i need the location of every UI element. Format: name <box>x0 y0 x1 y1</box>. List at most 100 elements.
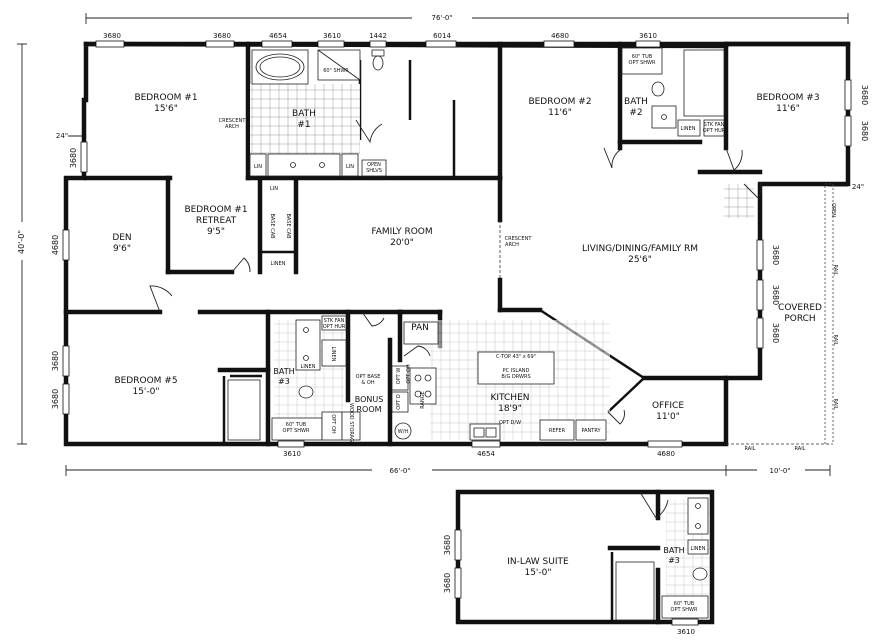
suite-bath-label: BATH <box>663 546 684 555</box>
rail-label-5: RAIL <box>795 446 806 452</box>
opt-oh-1: OPT OH <box>330 414 336 434</box>
tub-label-2b: OPT SHWR <box>629 60 656 66</box>
island-a: C-TOP 43" x 69" <box>496 354 536 360</box>
bath1-label: BATH <box>292 109 316 119</box>
overall-width-top: 76'-0" <box>431 14 452 22</box>
tub-label-2a: 60" TUB <box>632 54 653 60</box>
suite-tub-b: OPT SHWR <box>671 607 698 613</box>
window-top-3: 4654 <box>269 32 287 40</box>
tub-label-3b: OPT SHWR <box>283 428 310 434</box>
rail-label-2: RAIL <box>832 335 838 346</box>
retreat-label-1: BEDROOM #1 <box>184 205 247 215</box>
fan-label-3a: STK FAN <box>324 318 345 324</box>
fan-label-2b: OPT HUR <box>703 128 726 134</box>
wood-storage: WOOD STORAGE <box>348 403 354 445</box>
office-label: OFFICE <box>652 401 684 411</box>
bedroom1-label: BEDROOM #1 <box>134 93 197 103</box>
opt-base-b: & OH <box>361 380 374 386</box>
opt-oh-2: OPT OH <box>406 364 412 384</box>
island-b: PC ISLAND <box>503 368 530 374</box>
window-left-2: 4680 <box>51 235 60 255</box>
window-living-3: 3680 <box>771 323 780 343</box>
doors <box>149 119 762 425</box>
window-top-1: 3680 <box>103 32 121 40</box>
suite-bath-num: #3 <box>668 556 680 565</box>
linen-label-1: LINEN <box>271 261 286 267</box>
window-top-5: 1442 <box>369 32 387 40</box>
den-label: DEN <box>112 233 131 243</box>
window-bottom-1: 3610 <box>283 450 301 458</box>
linen-label-2: LINEN <box>681 126 696 132</box>
opt-dw: OPT D/W <box>499 420 521 426</box>
bath1-num: #1 <box>297 120 310 130</box>
window-living-2: 3680 <box>771 285 780 305</box>
tub-label-3a: 60" TUB <box>286 422 307 428</box>
bonus-label-1: BONUS <box>355 395 384 404</box>
bedroom2-size: 11'6" <box>548 108 572 118</box>
refer-label: REFER <box>549 428 566 434</box>
rail-label-3: RAIL <box>832 399 838 410</box>
opt-base-a: OPT BASE <box>356 374 381 380</box>
porch-label-2: PORCH <box>784 314 815 324</box>
right-offset: 24" <box>852 183 864 191</box>
bedroom3-label: BEDROOM #3 <box>756 93 819 103</box>
window-markers <box>62 40 852 448</box>
den-size: 9'6" <box>113 244 131 254</box>
overall-depth: 40'-0" <box>17 230 26 254</box>
open-shelves-1a: OPEN <box>367 162 381 168</box>
window-right-1: 3680 <box>860 85 869 105</box>
window-top-8: 3610 <box>639 32 657 40</box>
window-top-4: 3610 <box>323 32 341 40</box>
window-bottom-2: 4654 <box>477 450 495 458</box>
kitchen-size: 18'9" <box>498 404 522 414</box>
bath3-num: #3 <box>278 377 290 386</box>
window-living-1: 3680 <box>771 245 780 265</box>
fan-label-2a: STK FAN <box>704 122 725 128</box>
bedroom3-size: 11'6" <box>776 104 800 114</box>
wh-label: W/H <box>398 429 409 435</box>
overall-width-bottom: 66'-0" <box>389 467 410 475</box>
retreat-size: 9'5" <box>207 227 225 237</box>
bath2-num: #2 <box>629 108 642 118</box>
base-cab-2: BASE CAB <box>285 213 291 239</box>
window-top-7: 4680 <box>551 32 569 40</box>
porch-width: 10'-0" <box>769 467 790 475</box>
window-top-2: 3680 <box>213 32 231 40</box>
shower-label: 60" SHWR <box>323 68 349 74</box>
porch-label-1: COVERED <box>778 303 822 313</box>
pantry-label: PANTRY <box>581 428 601 434</box>
linen-label-4: LINEN <box>330 347 336 362</box>
open-label-top: OPEN <box>830 203 836 217</box>
left-offset: 24" <box>56 132 68 140</box>
bedroom5-size: 15'-0" <box>132 387 159 397</box>
dimension-lines: 76'-0" 40'-0" 66'-0" 10'-0" 24" 24" <box>15 12 864 476</box>
arch-label-2b: ARCH <box>505 242 519 248</box>
suite-size: 15'-0" <box>524 568 551 578</box>
bedroom2-label: BEDROOM #2 <box>528 97 591 107</box>
arch-label-2a: CRESCENT <box>505 236 533 242</box>
suite-tub-a: 60" TUB <box>674 601 695 607</box>
window-left-4: 3680 <box>51 389 60 409</box>
arch-label-1a: CRESCENT <box>219 118 247 124</box>
suite-label: IN-LAW SUITE <box>507 557 569 567</box>
fixtures <box>227 47 725 441</box>
interior-walls <box>63 41 763 447</box>
bedroom1-size: 15'6" <box>154 104 178 114</box>
base-cab-1: BASE CAB <box>269 213 275 239</box>
room-labels: BEDROOM #1 15'6" BATH #1 BEDROOM #2 11'6… <box>112 93 822 422</box>
suite-window-bottom: 3610 <box>677 628 695 636</box>
window-left-3: 3680 <box>51 351 60 371</box>
living-label: LIVING/DINING/FAMILY RM <box>582 244 698 254</box>
bath2-label: BATH <box>624 97 648 107</box>
window-bottom-3: 4680 <box>657 450 675 458</box>
family-room-label: FAMILY ROOM <box>371 227 432 237</box>
bath3-label: BATH <box>273 367 294 376</box>
island-c: B/G DRWRS <box>501 374 530 380</box>
rail-label-4: RAIL <box>745 446 756 452</box>
lin-label-2: LIN <box>346 164 354 170</box>
suite-window-left-2: 3680 <box>443 573 452 593</box>
rail-label-1: RAIL <box>832 265 838 276</box>
bedroom5-label: BEDROOM #5 <box>114 376 177 386</box>
in-law-suite: IN-LAW SUITE 15'-0" BATH #3 LINEN 60" TU… <box>443 489 715 636</box>
